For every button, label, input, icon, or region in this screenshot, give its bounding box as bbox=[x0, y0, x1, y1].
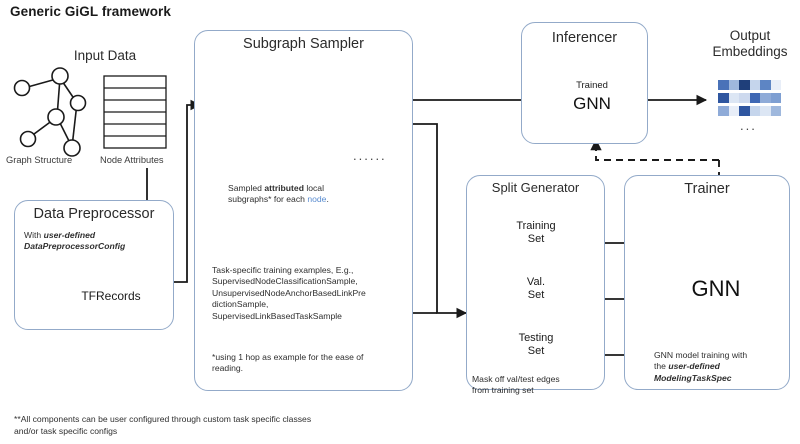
data-preprocessor-title: Data Preprocessor bbox=[33, 206, 155, 222]
graph-structure-nodes bbox=[13, 67, 87, 157]
split-generator-title: Split Generator bbox=[491, 180, 580, 195]
subgraph-sampler-title: Subgraph Sampler bbox=[243, 36, 364, 52]
sampler-caption: Sampled attributed local subgraphs* for … bbox=[228, 183, 329, 205]
input-data-heading: Input Data bbox=[73, 48, 137, 63]
trainer-note: GNN model training with the user-defined… bbox=[654, 350, 748, 383]
sampler-examples: Task-specific training examples, E.g., S… bbox=[212, 265, 366, 321]
embedding-cell bbox=[760, 106, 771, 116]
embedding-cell bbox=[770, 80, 781, 90]
trained-gnn-caption: Trained bbox=[576, 80, 608, 91]
dashed-arrow-trainer-to-inferencer bbox=[590, 138, 719, 161]
node-attributes-label: Node Attributes bbox=[100, 155, 164, 165]
subgraph-sampler-box[interactable] bbox=[194, 30, 413, 391]
embedding-cell bbox=[749, 80, 760, 90]
page-title: Generic GiGL framework bbox=[10, 4, 172, 19]
embedding-cell bbox=[770, 106, 781, 116]
data-preprocessor-box[interactable] bbox=[14, 200, 174, 330]
embedding-cell bbox=[728, 93, 739, 103]
embedding-cell bbox=[728, 80, 739, 90]
trained-gnn-label: GNN bbox=[573, 94, 611, 113]
trainer-gnn-label: GNN bbox=[691, 276, 741, 301]
embedding-cell bbox=[760, 93, 771, 103]
embedding-cell bbox=[718, 106, 729, 116]
trainer-title: Trainer bbox=[684, 181, 730, 197]
embedding-cell bbox=[739, 106, 750, 116]
arrow-sampler-to-split-generator bbox=[405, 123, 468, 319]
embedding-cell bbox=[728, 106, 739, 116]
output-embeddings-ellipsis: ... bbox=[740, 118, 757, 133]
embedding-cell bbox=[749, 93, 760, 103]
embedding-cell bbox=[739, 93, 750, 103]
embedding-cell bbox=[770, 93, 781, 103]
arrow-preprocessor-to-sampler bbox=[170, 99, 202, 283]
tfrecords-label: TFRecords bbox=[81, 289, 141, 303]
embedding-cell bbox=[749, 106, 760, 116]
trainer-box[interactable] bbox=[624, 175, 790, 390]
embedding-cell bbox=[739, 80, 750, 90]
sampler-ellipsis: ...... bbox=[353, 148, 387, 163]
inferencer-box[interactable] bbox=[521, 22, 648, 144]
embedding-cell bbox=[760, 80, 771, 90]
node-attributes-table bbox=[103, 75, 167, 149]
footer-note: **All components can be user configured … bbox=[14, 414, 312, 436]
graph-structure-label: Graph Structure bbox=[6, 155, 73, 165]
inferencer-title: Inferencer bbox=[551, 30, 618, 46]
embedding-cell bbox=[718, 80, 729, 90]
embedding-cell bbox=[718, 93, 729, 103]
split-generator-box[interactable] bbox=[466, 175, 605, 390]
val-set-label: Val.Set bbox=[526, 276, 546, 301]
